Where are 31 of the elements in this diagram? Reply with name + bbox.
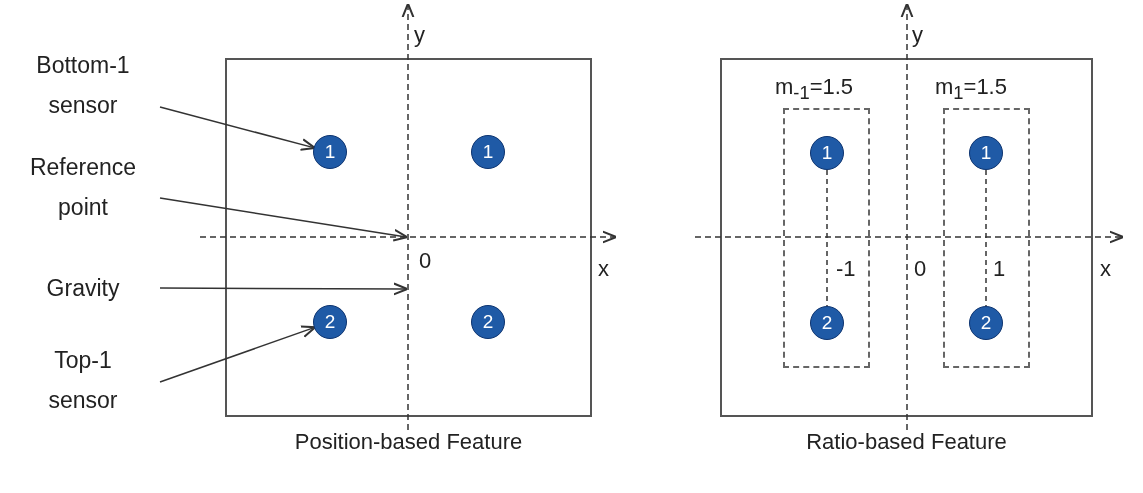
origin-label: 0 [419, 250, 432, 272]
tick-label: -1 [836, 258, 856, 280]
axis-label: x [1100, 258, 1111, 280]
sensor-marker: 2 [969, 306, 1003, 340]
connector-line [985, 169, 987, 307]
callout-label: Reference point [23, 147, 143, 227]
callout-label: Top-1 sensor [23, 340, 143, 420]
sensor-marker: 2 [471, 305, 505, 339]
leader-arrow [159, 282, 409, 296]
tick-label: 1 [993, 258, 1006, 280]
sensor-marker: 1 [969, 136, 1003, 170]
ratio-label: m$_{1}$=1.5 [935, 73, 1007, 104]
axis-label: y [912, 24, 923, 46]
leader-arrow [159, 197, 409, 242]
sensor-marker: 1 [313, 135, 347, 169]
sensor-marker: 1 [810, 136, 844, 170]
sensor-marker: 2 [810, 306, 844, 340]
sensor-marker: 1 [471, 135, 505, 169]
leader-arrow [159, 325, 317, 383]
figure-caption: Position-based Feature [294, 429, 523, 455]
origin-label: 0 [914, 258, 927, 280]
callout-label: Gravity [23, 268, 143, 308]
axis-label: y [414, 24, 425, 46]
sensor-marker: 2 [313, 305, 347, 339]
connector-line [826, 169, 828, 307]
axis-label: x [598, 258, 609, 280]
figure-caption: Ratio-based Feature [806, 429, 1007, 455]
callout-label: Bottom-1 sensor [23, 45, 143, 125]
leader-arrow [159, 106, 316, 151]
y-axis [401, 2, 415, 431]
ratio-label: m$_{-1}$=1.5 [775, 73, 854, 104]
